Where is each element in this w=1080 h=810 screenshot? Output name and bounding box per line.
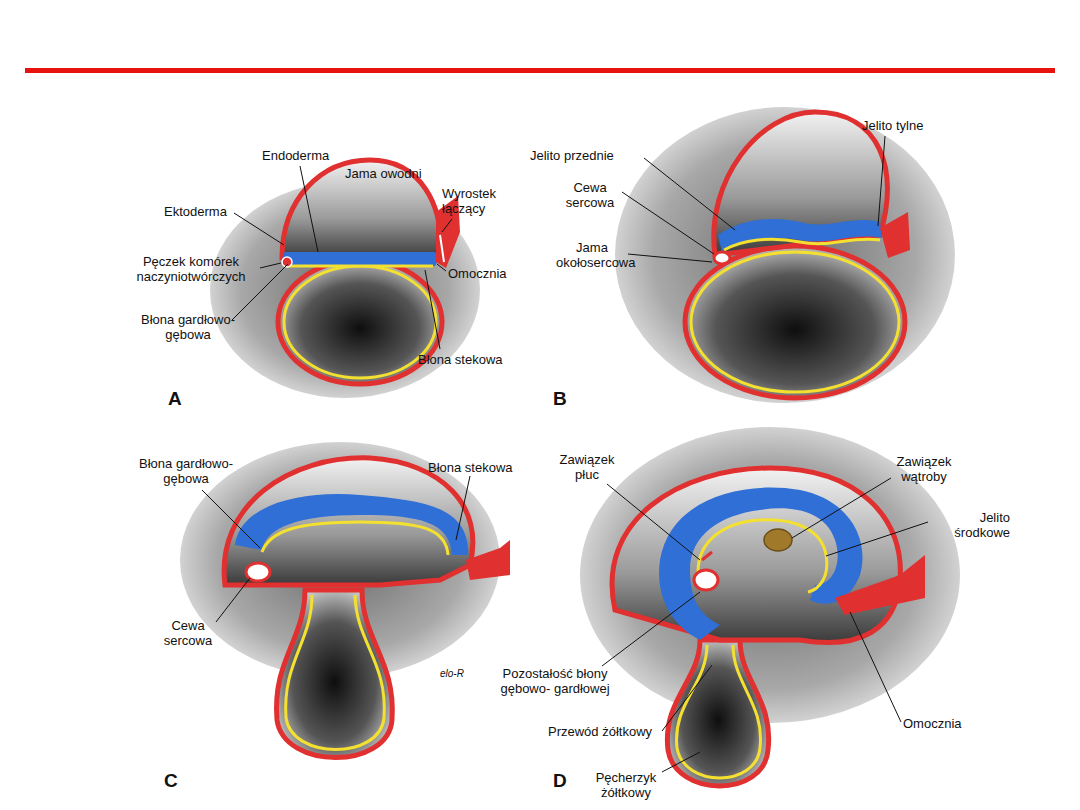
- part-label: Zawiązek wątroby: [886, 454, 962, 484]
- part-label: Jama owodni: [345, 166, 422, 181]
- part-label: Cewa sercowa: [158, 618, 218, 648]
- header-bar: [25, 68, 1055, 73]
- part-label: Błona stekowa: [428, 460, 513, 475]
- part-label: Przewód żółtkowy: [548, 724, 652, 739]
- part-label: Pozostałość błony gębowo- gardłowej: [500, 666, 610, 696]
- part-label: Jelito tylne: [862, 118, 923, 133]
- signature: elo-R: [440, 666, 464, 681]
- part-label: Omocznia: [903, 716, 962, 731]
- part-label: Jelito środkowe: [930, 510, 1010, 540]
- panel-letter: C: [164, 770, 178, 792]
- part-label: Pęcherzyk żółtkowy: [590, 770, 662, 800]
- part-label: Błona gardłowo- gębowa: [138, 312, 238, 342]
- part-label: Ektoderma: [164, 204, 227, 219]
- part-label: Jelito przednie: [530, 148, 614, 163]
- part-label: Endoderma: [262, 148, 329, 163]
- part-label: Wyrostek łączący: [442, 186, 504, 216]
- part-label: Jama okołosercowa: [556, 240, 628, 270]
- part-label: Omocznia: [448, 266, 507, 281]
- panel-letter: D: [553, 770, 567, 792]
- panel-letter: A: [168, 388, 182, 410]
- leader-lines: [202, 136, 928, 772]
- part-label: Błona stekowa: [418, 352, 503, 367]
- panel-letter: B: [553, 388, 567, 410]
- panel-c-figure: [180, 442, 510, 758]
- part-label: Zawiązek płuc: [552, 452, 622, 482]
- part-label: Pęczek komórek naczyniotwórczych: [124, 254, 258, 284]
- part-label: Cewa sercowa: [560, 180, 620, 210]
- panel-b-figure: [615, 107, 955, 403]
- part-label: Błona gardłowo- gębowa: [136, 456, 236, 486]
